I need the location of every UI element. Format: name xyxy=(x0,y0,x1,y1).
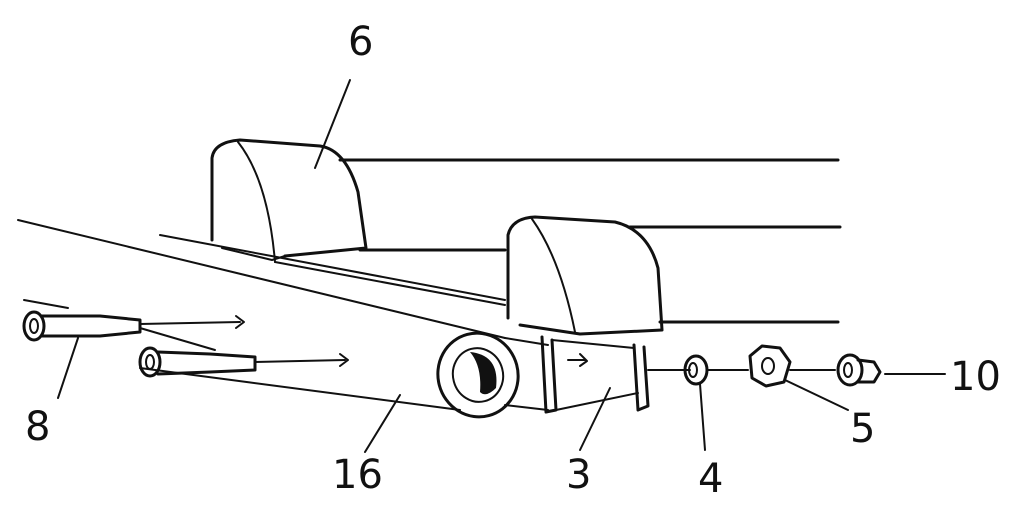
leader-lines xyxy=(57,79,946,453)
hood-component-6 xyxy=(210,138,368,263)
rail-lines xyxy=(159,158,842,324)
label-8: 8 xyxy=(25,404,50,450)
label-4: 4 xyxy=(698,456,723,502)
washer-component-4 xyxy=(683,354,749,386)
label-16: 16 xyxy=(332,452,383,498)
tube-component-16 xyxy=(17,219,549,419)
label-5: 5 xyxy=(850,406,875,452)
label-10: 10 xyxy=(950,354,1001,400)
label-3: 3 xyxy=(566,452,591,498)
cap-component-10 xyxy=(836,353,882,387)
bracket-component-3 xyxy=(540,335,691,414)
reference-labels: 6 8 16 3 4 5 10 xyxy=(25,19,1001,502)
label-6: 6 xyxy=(348,19,373,65)
nut-component-5 xyxy=(748,344,836,388)
bolts-component-8 xyxy=(22,299,349,378)
hood-second xyxy=(506,215,664,336)
